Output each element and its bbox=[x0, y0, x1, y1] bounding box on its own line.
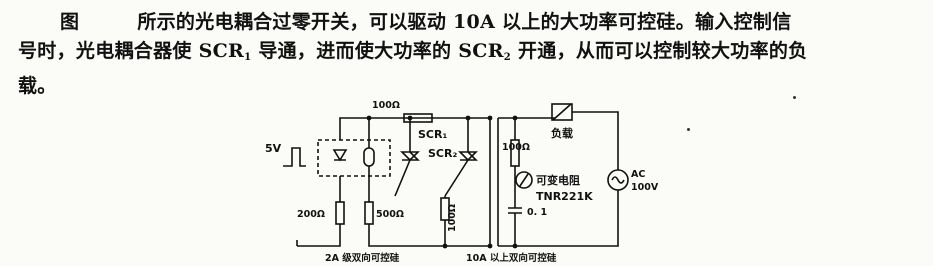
speck-mark bbox=[793, 96, 796, 99]
scr1-symbol bbox=[400, 151, 420, 162]
ac-label: AC bbox=[631, 169, 645, 180]
scr1-label: SCR₁ bbox=[418, 128, 447, 141]
scr2-label: SCR₂ bbox=[428, 147, 457, 160]
resistor-500 bbox=[364, 201, 374, 225]
paragraph-line-1: 图所示的光电耦合过零开关，可以驱动 10A 以上的大功率可控硅。输入控制信 bbox=[60, 11, 792, 33]
caption-left: 2A 级双向可控硅 bbox=[325, 252, 400, 264]
resistor-100-top bbox=[403, 113, 433, 123]
speck-mark bbox=[687, 128, 690, 131]
resistor-200-label: 200Ω bbox=[297, 209, 325, 220]
paragraph-line-3: 载。 bbox=[18, 75, 57, 97]
resistor-top-label: 100Ω bbox=[372, 100, 400, 111]
opto-triac bbox=[363, 147, 375, 167]
resistor-200 bbox=[335, 201, 345, 225]
description-paragraph: 图所示的光电耦合过零开关，可以驱动 10A 以上的大功率可控硅。输入控制信 号时… bbox=[18, 8, 923, 101]
resistor-gate-label: 100Ω bbox=[447, 204, 458, 232]
resistor-snubber-label: 100Ω bbox=[502, 142, 530, 153]
capacitor-label: 0. 1 bbox=[527, 207, 547, 218]
caption-right: 10A 以上双向可控硅 bbox=[466, 252, 557, 264]
varistor-name-label: 可变电阻 bbox=[536, 173, 580, 187]
load-label: 负载 bbox=[551, 126, 573, 140]
optocoupler-box bbox=[317, 139, 391, 177]
pulse-symbol bbox=[283, 147, 306, 167]
figure-reference: 图 bbox=[60, 11, 80, 33]
ac-voltage-label: 100V bbox=[631, 182, 659, 193]
scr2-symbol bbox=[458, 151, 478, 162]
led-symbol bbox=[332, 149, 348, 162]
paragraph-line-2: 号时，光电耦合器使 SCR1 导通，进而使大功率的 SCR2 开通，从而可以控制… bbox=[18, 40, 808, 63]
varistor-symbol bbox=[515, 171, 533, 189]
resistor-500-label: 500Ω bbox=[376, 209, 404, 220]
capacitor bbox=[508, 207, 522, 214]
varistor-part-label: TNR221K bbox=[536, 190, 593, 203]
input-voltage-label: 5V bbox=[265, 142, 282, 155]
